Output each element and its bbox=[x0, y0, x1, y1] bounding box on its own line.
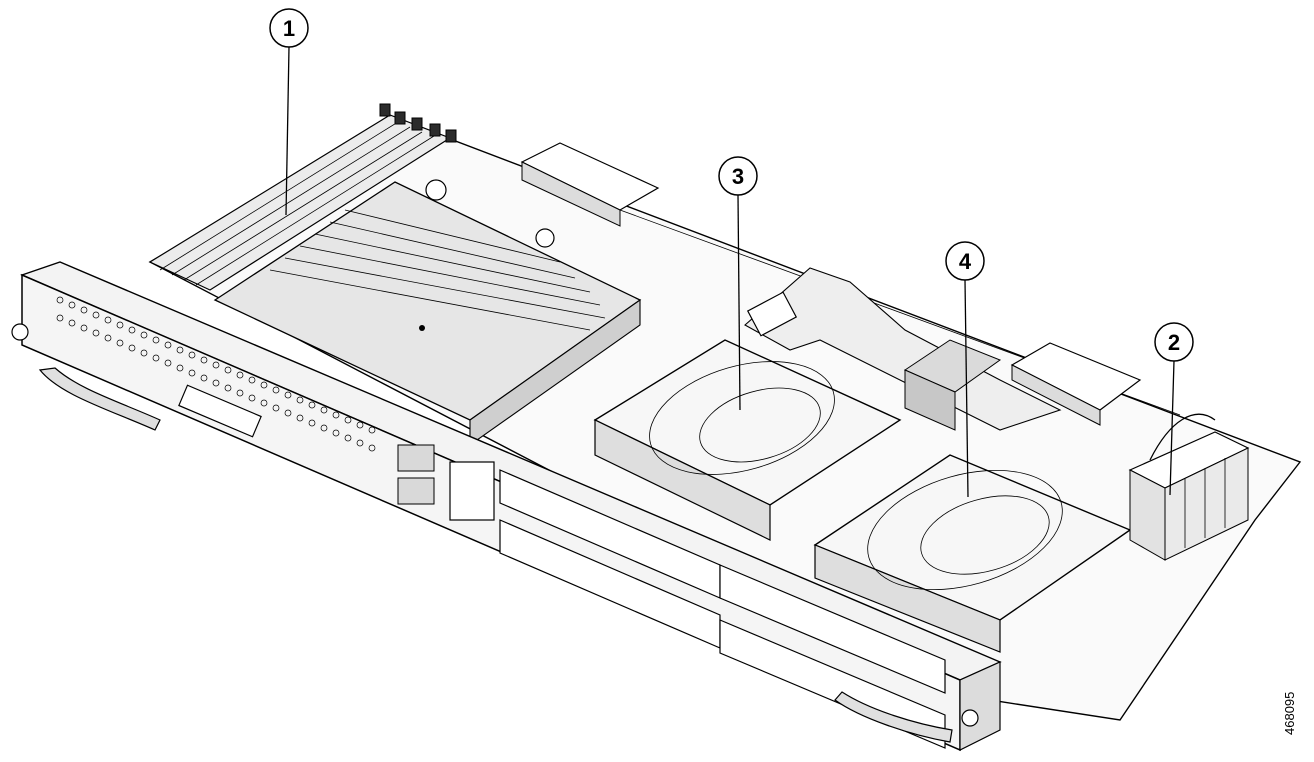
callout-3-leader bbox=[737, 194, 741, 411]
callout-1-label: 1 bbox=[283, 16, 295, 41]
callout-2-leader bbox=[1169, 360, 1175, 496]
callout-1: 1 bbox=[269, 8, 309, 48]
callout-4-label: 4 bbox=[959, 249, 972, 274]
ethernet-port-1 bbox=[397, 444, 435, 472]
left-ejector-handle bbox=[38, 367, 161, 431]
figure-id: 468095 bbox=[1282, 691, 1297, 735]
right-thumbscrew bbox=[961, 709, 979, 727]
ribbon-cable bbox=[744, 267, 1142, 431]
sfp-cage bbox=[449, 461, 495, 521]
power-connector bbox=[1128, 413, 1250, 561]
callout-1-leader bbox=[285, 46, 290, 216]
hard-drive-1 bbox=[593, 339, 902, 541]
front-panel bbox=[11, 261, 1002, 752]
vent-holes bbox=[56, 296, 376, 452]
callout-4: 4 bbox=[945, 241, 985, 281]
cpu-heatsink bbox=[213, 179, 642, 447]
chip-heatsink bbox=[903, 339, 1002, 431]
callout-2-label: 2 bbox=[1168, 330, 1180, 355]
callout-3: 3 bbox=[718, 156, 758, 196]
left-thumbscrew bbox=[11, 323, 29, 341]
callout-3-label: 3 bbox=[732, 164, 744, 189]
serial-port bbox=[178, 384, 262, 438]
dimm-modules bbox=[148, 103, 457, 291]
callout-4-leader bbox=[964, 279, 969, 498]
callout-2: 2 bbox=[1154, 322, 1194, 362]
ethernet-port-2 bbox=[397, 477, 435, 505]
slot-3 bbox=[719, 564, 946, 694]
right-ejector-handle bbox=[834, 691, 953, 743]
